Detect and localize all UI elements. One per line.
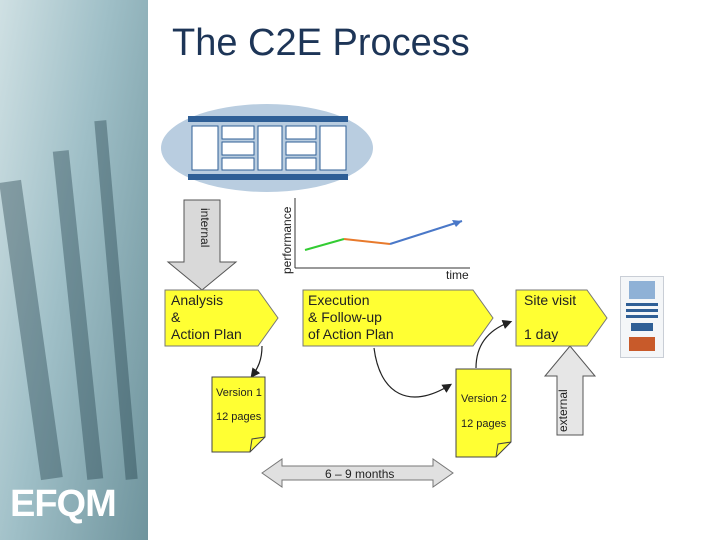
performance-line-blue	[389, 220, 463, 245]
document-version1	[211, 376, 266, 453]
external-label: external	[556, 389, 570, 432]
connector-version1-to-version2	[373, 347, 453, 398]
left-decorative-band	[0, 0, 148, 540]
efqm-model-image	[161, 104, 373, 192]
performance-arrowhead	[452, 220, 462, 227]
performance-line-green	[304, 238, 345, 251]
connector-version2-to-site-visit	[475, 319, 513, 369]
efqm-logo: EFQM	[10, 483, 117, 525]
stage-execution-text: Execution & Follow-up of Action Plan	[308, 292, 394, 342]
document-version2	[455, 368, 512, 458]
stage-site-visit-shape	[515, 289, 608, 347]
duration-label: 6 – 9 months	[325, 467, 395, 481]
duration-arrow	[261, 458, 454, 488]
committed-to-excellence-badge	[620, 276, 664, 358]
x-axis-label: time	[446, 268, 469, 282]
page-title: The C2E Process	[172, 22, 470, 64]
y-axis-label: performance	[280, 206, 294, 274]
version2-pages: 12 pages	[461, 418, 507, 430]
connector-analysis-to-version1	[250, 345, 263, 378]
version1-label: Version 1	[216, 387, 262, 399]
performance-line-orange	[343, 238, 391, 245]
internal-arrow	[166, 199, 238, 291]
stage-site-visit-text: Site visit 1 day	[524, 292, 577, 342]
external-arrow	[543, 345, 597, 436]
version1-pages: 12 pages	[216, 411, 262, 423]
version2-label: Version 2	[461, 393, 507, 405]
stage-execution-shape	[302, 289, 494, 347]
stage-analysis-shape	[164, 289, 279, 347]
internal-label: internal	[198, 208, 212, 248]
stage-analysis-text: Analysis & Action Plan	[171, 292, 242, 342]
